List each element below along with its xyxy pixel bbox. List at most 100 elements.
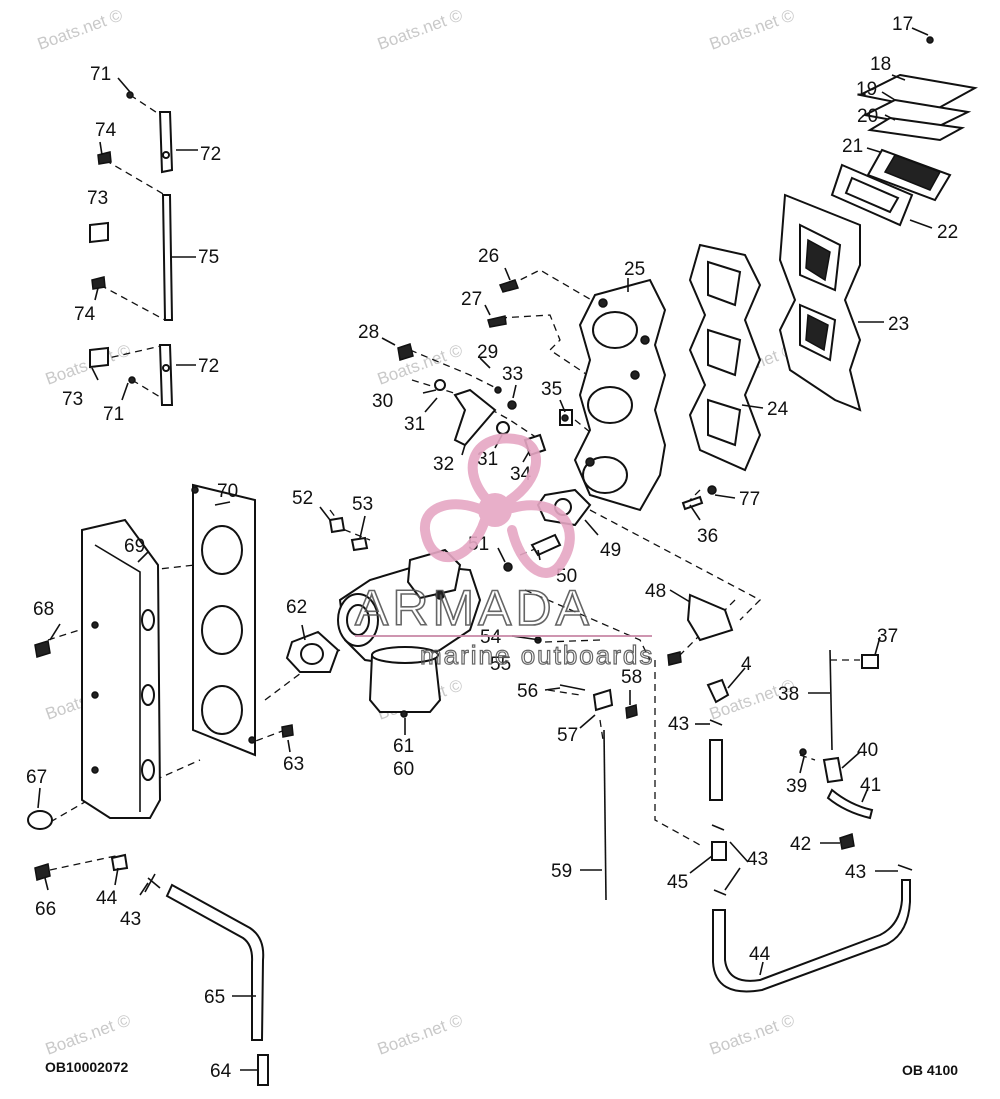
part-label: 56 (517, 681, 538, 702)
watermark: Boats.net © (375, 340, 466, 388)
part-label: 25 (624, 259, 645, 280)
part-label: 64 (210, 1061, 232, 1082)
part-label: 33 (502, 364, 523, 385)
part-label: 27 (461, 289, 482, 310)
part-label: 43 (668, 714, 689, 735)
watermark: Boats.net © (707, 5, 798, 53)
throttle-linkage (89, 91, 174, 406)
part-label: 35 (541, 379, 562, 400)
small-hardware (328, 279, 717, 572)
part-label: 74 (95, 120, 117, 141)
propeller-blade (467, 433, 541, 510)
part-label: 52 (292, 488, 313, 509)
part-label: 24 (767, 399, 789, 420)
link-rod-parts (534, 593, 734, 901)
brand-name: ARMADA (355, 580, 593, 636)
part-label: 48 (645, 581, 666, 602)
part-label: 65 (204, 987, 225, 1008)
part-label: 58 (621, 667, 642, 688)
watermark: Boats.net © (43, 340, 134, 388)
part-label: 23 (888, 314, 909, 335)
part-label: 4 (741, 654, 752, 675)
leader-lines (37, 27, 933, 1071)
part-label: 53 (352, 494, 373, 515)
part-label: 29 (477, 342, 498, 363)
part-label: 54 (480, 627, 502, 648)
fuel-hose-left (165, 883, 269, 1086)
watermark: Boats.net © (43, 1010, 134, 1058)
part-label: 74 (74, 304, 96, 325)
part-label: 73 (87, 188, 108, 209)
part-label: 19 (856, 79, 877, 100)
part-label: 45 (667, 872, 688, 893)
part-label: 61 (393, 736, 414, 757)
air-silencer-cover (27, 518, 162, 830)
intake-gasket (688, 243, 762, 472)
part-label: 21 (842, 136, 863, 157)
part-label: 70 (217, 481, 238, 502)
part-label: 36 (697, 526, 718, 547)
part-label: 44 (749, 944, 771, 965)
part-label: 43 (120, 909, 141, 930)
part-label: 71 (90, 64, 111, 85)
part-label: 68 (33, 599, 54, 620)
diagram-code-left: OB10002072 (45, 1059, 129, 1075)
part-label: 37 (877, 626, 898, 647)
part-label: 43 (845, 862, 866, 883)
part-label: 31 (477, 449, 498, 470)
part-label: 20 (857, 106, 878, 127)
part-label: 32 (433, 454, 454, 475)
part-label: 28 (358, 322, 379, 343)
fuel-system-right (706, 649, 913, 993)
part-label: 40 (857, 740, 878, 761)
part-label: 59 (551, 861, 572, 882)
carb-gasket (285, 630, 340, 673)
part-label: 67 (26, 767, 47, 788)
part-label: 62 (286, 597, 307, 618)
part-label: 55 (490, 654, 511, 675)
reed-valve-stack (830, 36, 978, 227)
part-label: 43 (747, 849, 768, 870)
intake-manifold (573, 278, 667, 512)
part-label: 69 (124, 536, 145, 557)
part-label: 75 (198, 247, 219, 268)
part-labels: 17 18 19 20 21 22 23 24 25 26 27 28 29 3… (26, 14, 958, 1082)
brand-tagline: marine outboards (420, 640, 654, 670)
part-label: 49 (600, 540, 621, 561)
part-label: 73 (62, 389, 83, 410)
screws-left (34, 640, 294, 893)
part-label: 44 (96, 888, 118, 909)
propeller-blade (507, 500, 575, 578)
propeller-blade (420, 499, 490, 562)
watermarks: Boats.net © Boats.net © Boats.net © Boat… (35, 5, 798, 1058)
part-label: 77 (739, 489, 760, 510)
watermark: Boats.net © (375, 5, 466, 53)
part-label: 63 (283, 754, 304, 775)
part-label: 18 (870, 54, 891, 75)
propeller-hub (478, 493, 512, 527)
part-label: 72 (200, 144, 221, 165)
part-label: 41 (860, 775, 881, 796)
part-label: 57 (557, 725, 578, 746)
diagram-code-right: OB 4100 (902, 1062, 958, 1078)
part-label: 50 (556, 566, 577, 587)
part-label: 39 (786, 776, 807, 797)
watermark: Boats.net © (35, 5, 126, 53)
part-label: 66 (35, 899, 56, 920)
part-label: 31 (404, 414, 425, 435)
reed-housing (778, 193, 862, 412)
part-label: 72 (198, 356, 219, 377)
propeller-logo-icon (420, 433, 575, 578)
part-label: 60 (393, 759, 414, 780)
part-label: 17 (892, 14, 913, 35)
watermark: Boats.net © (707, 1010, 798, 1058)
part-label: 26 (478, 246, 499, 267)
brand-watermark: ARMADA marine outboards (354, 433, 654, 671)
silencer-gasket-plate (191, 483, 256, 757)
part-label: 71 (103, 404, 124, 425)
watermark: Boats.net © (375, 1010, 466, 1058)
part-label: 30 (372, 391, 393, 412)
part-label: 42 (790, 834, 811, 855)
part-label: 38 (778, 684, 799, 705)
